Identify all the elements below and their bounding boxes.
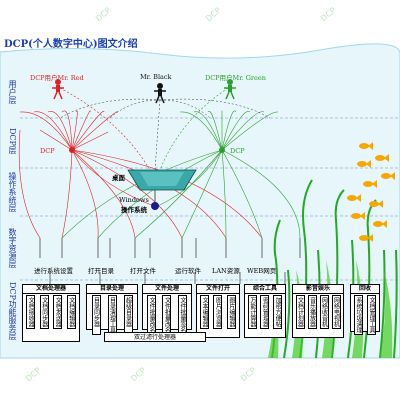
user-red-label: DCP用户Mr. Red xyxy=(30,74,84,82)
module-item: 目录同步器 xyxy=(91,295,101,335)
module-box: 文件处理 文件批量改名 文件批量改名 文件批量签名器 xyxy=(142,284,192,341)
module-item: 文档计划器 xyxy=(295,295,305,329)
module-title: 目录处理 xyxy=(87,285,137,294)
resource-label: 进行系统设置 xyxy=(34,267,73,275)
user-green-icon xyxy=(224,79,236,100)
module-item: 超级目录器 xyxy=(123,295,133,335)
module-item: 文档同步器 xyxy=(39,295,49,329)
module-item: 文档发送器 xyxy=(53,295,63,329)
resource-label: 打开目录 xyxy=(88,267,114,275)
module-item: 网络电视机 xyxy=(331,295,341,329)
user-red-icon xyxy=(52,79,64,100)
layer-label-os: 操作系统层 xyxy=(8,172,17,212)
module-item: 文档接收器 xyxy=(26,295,36,329)
module-box: 回收 系统垃圾清理 文档管理工具 xyxy=(350,284,380,335)
module-item: 文档编辑器 xyxy=(66,295,76,329)
module-box: 目录处理 目录同步器 目录清理工具 超级目录器 xyxy=(86,284,138,335)
layer-label-function: DCP功能服务层 xyxy=(8,282,17,340)
fish-school xyxy=(347,142,395,242)
user-black-icon xyxy=(154,83,166,104)
windows-node xyxy=(151,202,159,210)
dcp-red-node xyxy=(69,147,75,153)
black-connections xyxy=(59,98,271,171)
module-item: 密码管理器 xyxy=(260,295,270,329)
module-item: 加密方便帖 xyxy=(273,295,283,329)
module-item: 网络收音机 xyxy=(319,295,329,329)
module-title: 回收 xyxy=(351,285,379,294)
module-item: 文本编辑器 xyxy=(200,295,210,329)
module-item: 图片编辑器 xyxy=(226,295,236,329)
module-item: 文档管理工具 xyxy=(367,295,376,335)
windows-label: Windows xyxy=(119,196,149,204)
red-connections xyxy=(18,87,263,239)
module-title: 文件打开 xyxy=(197,285,239,294)
resource-label: 运行软件 xyxy=(175,267,201,275)
dual-processor: 双过滤行处理器 xyxy=(104,332,206,342)
layer-label-user: 用户层 xyxy=(8,80,17,104)
module-lines xyxy=(49,272,286,284)
module-box: 影音娱乐 文档计划器 音乐播放器 网络收音机 网络电视机 xyxy=(292,284,344,338)
module-box: 文件打开 文本编辑器 图片浏览器 图片编辑器 xyxy=(196,284,240,338)
module-box: 综合工具 万能计算器 密码管理器 加密方便帖 xyxy=(244,284,286,338)
resource-label: WEB网页 xyxy=(247,267,277,275)
module-item: 系统垃圾清理 xyxy=(354,295,363,335)
layer-label-resource: 数字资源层 xyxy=(8,228,17,268)
module-title: 文档处理器 xyxy=(23,285,79,294)
dcp-green-label: DCP xyxy=(230,147,245,155)
module-title: 文件处理 xyxy=(143,285,191,294)
page-title: DCP(个人数字中心)图文介绍 xyxy=(4,39,138,50)
user-black-label: Mr. Black xyxy=(140,73,172,81)
resource-label: 打开文件 xyxy=(130,267,156,275)
user-green-label: DCP用户Mr. Green xyxy=(205,74,266,82)
module-item: 目录清理工具 xyxy=(107,295,117,335)
dcp-green-node xyxy=(219,147,225,153)
layer-label-dcp: DCP层 xyxy=(8,128,17,154)
os-label: 操作系统 xyxy=(121,206,147,214)
module-box: 文档处理器 文档接收器 文档同步器 文档发送器 文档编辑器 xyxy=(22,284,80,342)
module-item: 万能计算器 xyxy=(247,295,257,329)
module-item: 图片浏览器 xyxy=(213,295,223,329)
desktop-label: 桌面 xyxy=(112,174,125,182)
module-title: 综合工具 xyxy=(245,285,285,294)
resource-label: LAN资源 xyxy=(212,267,240,275)
module-title: 影音娱乐 xyxy=(293,285,343,294)
module-item: 音乐播放器 xyxy=(307,295,317,329)
green-connections xyxy=(61,87,301,239)
resource-lines xyxy=(39,238,301,258)
dcp-red-label: DCP xyxy=(40,147,55,155)
